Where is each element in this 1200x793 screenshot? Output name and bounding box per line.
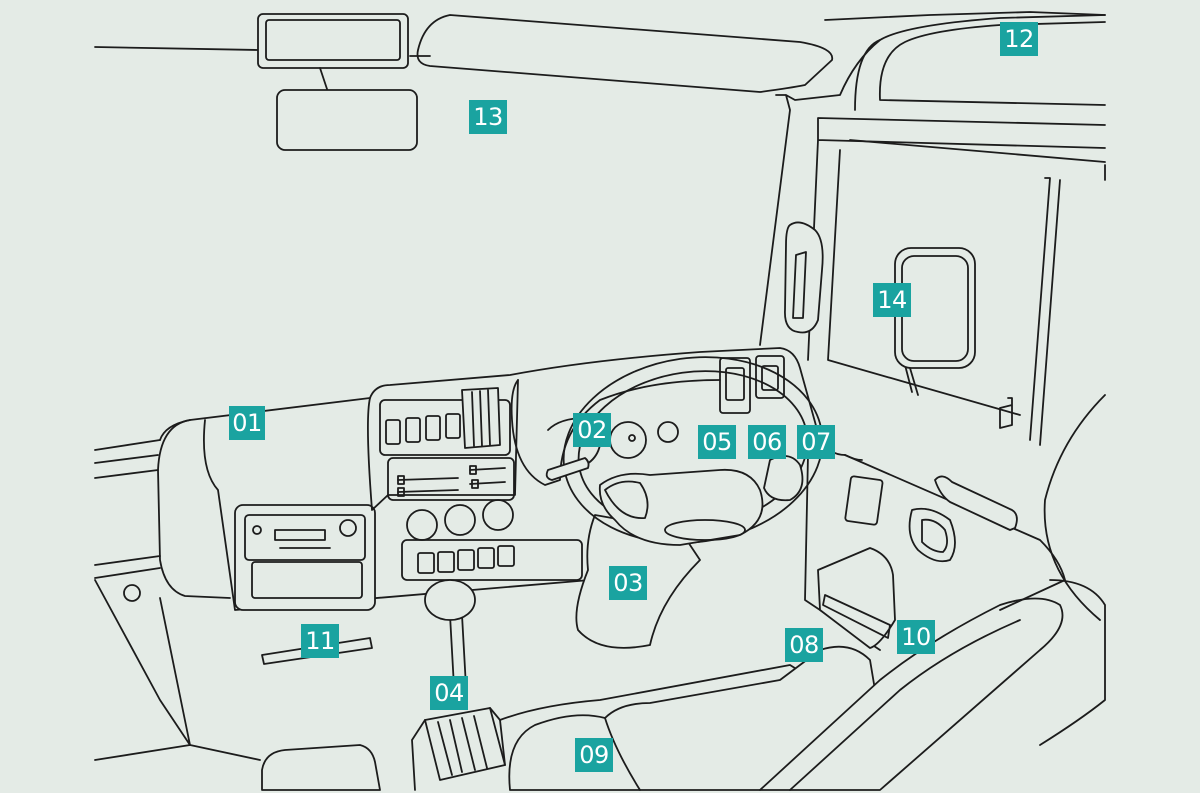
climate-slider-knob-3 [397, 487, 405, 497]
instrument-hood [510, 379, 721, 486]
dashboard-left-cap [157, 419, 231, 599]
window-switch [844, 475, 884, 526]
mirror-stem [319, 67, 329, 93]
sun-visor [416, 14, 834, 93]
callout-04: 04 [430, 676, 468, 710]
storage-box [261, 744, 381, 791]
steering-hub [598, 468, 764, 546]
door-pocket [817, 547, 896, 649]
dash-module-1 [719, 357, 751, 414]
steering-hub-left [604, 480, 649, 519]
control-knob-2 [444, 504, 476, 536]
callout-08: 08 [785, 628, 823, 662]
callout-10: 10 [897, 620, 935, 654]
center-vent-slats [471, 389, 491, 447]
steering-hub-horn [664, 519, 746, 541]
seat-armrest-inner [789, 619, 1021, 791]
gauge-center-dot [628, 434, 636, 442]
windshield-top-edge [94, 46, 431, 57]
dash-module-2-inner [761, 365, 779, 391]
gauge-small [657, 421, 679, 443]
radio-unit [244, 514, 366, 561]
a-pillar-grab-handle-inner [792, 251, 807, 319]
callout-11: 11 [301, 624, 339, 658]
side-mirror-arm [904, 364, 919, 396]
gear-shift-boot [424, 707, 506, 781]
a-pillar [759, 39, 881, 346]
roof-frame [824, 11, 1106, 21]
climate-slider-knob-2 [469, 465, 477, 475]
door-upper-frame [854, 14, 1106, 111]
switch-2 [405, 417, 421, 443]
lower-button-5 [497, 545, 515, 567]
wheel-control-knob [763, 455, 804, 502]
radio-lower-slot [251, 561, 363, 599]
gauge-right [609, 421, 647, 459]
door-latch-inner [921, 518, 948, 553]
callout-09: 09 [575, 738, 613, 772]
door-lock-pin [999, 397, 1013, 429]
callout-06: 06 [748, 425, 786, 459]
callout-14: 14 [873, 283, 911, 317]
radio-display [274, 529, 331, 549]
lower-button-3 [457, 549, 475, 571]
floor-edge [499, 664, 831, 721]
left-lower-panel [94, 555, 261, 761]
switch-4 [445, 413, 461, 439]
seat-cushion-seam [604, 717, 641, 791]
gear-shift-knob [424, 579, 476, 621]
seat-side [1039, 579, 1106, 746]
door-handle [934, 475, 1018, 531]
dash-module-1-inner [725, 367, 745, 401]
left-dash-rail [94, 439, 161, 479]
climate-sliders [397, 467, 506, 493]
callout-13: 13 [469, 100, 507, 134]
callout-12: 12 [1000, 22, 1038, 56]
overhead-display [257, 13, 409, 69]
control-knob-3 [482, 499, 514, 531]
center-upper-panel [379, 399, 511, 456]
door-panel [844, 454, 1066, 611]
left-panel-knob [123, 584, 141, 602]
radio-knob [339, 519, 357, 537]
climate-panel [387, 457, 515, 501]
lower-button-2 [437, 551, 455, 573]
seat-back-edge [1043, 394, 1106, 621]
dashboard-left-panel [203, 419, 591, 611]
window-sill [849, 139, 1106, 163]
switch-3 [425, 415, 441, 441]
callout-03: 03 [609, 566, 647, 600]
lower-button-4 [477, 547, 495, 569]
callout-05: 05 [698, 425, 736, 459]
control-knob-1 [406, 509, 438, 541]
radio-knob-left [252, 525, 262, 535]
center-stack-outline [367, 379, 519, 511]
climate-slider-knob-4 [471, 479, 479, 489]
overhead-display-screen [265, 19, 401, 61]
callout-02: 02 [573, 413, 611, 447]
door-pocket-slot [822, 594, 891, 639]
lower-button-1 [417, 552, 435, 574]
switch-1 [385, 419, 401, 445]
steering-stalk [545, 457, 590, 481]
radio-bezel [234, 504, 376, 611]
climate-slider-knob-1 [397, 475, 405, 485]
lower-button-row [401, 539, 583, 581]
callout-01: 01 [229, 406, 265, 440]
door-latch [908, 507, 956, 563]
rear-view-mirror [276, 89, 418, 151]
gear-shift-boot-folds [437, 715, 488, 776]
callout-07: 07 [797, 425, 835, 459]
